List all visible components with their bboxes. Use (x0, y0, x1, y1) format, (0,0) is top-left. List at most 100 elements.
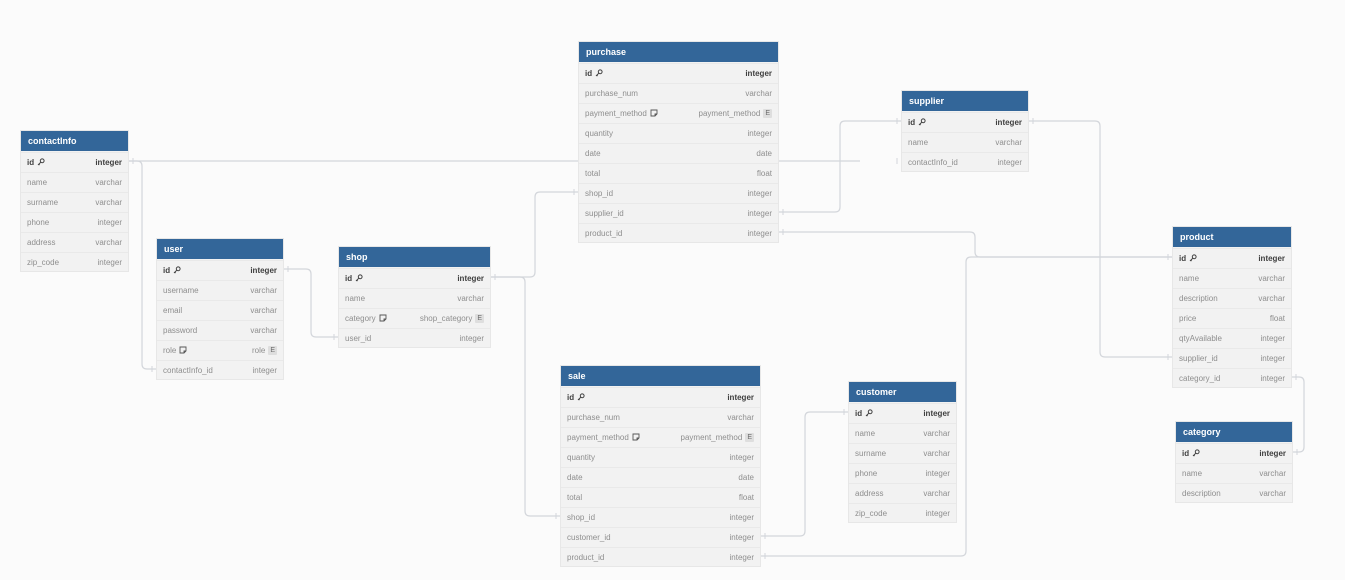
field-type: varchar (457, 293, 484, 303)
table-header[interactable]: shop (339, 247, 490, 267)
relation-line-product-id-to-sale-product_id[interactable] (760, 256, 1173, 557)
enum-badge[interactable]: E (475, 313, 484, 323)
table-header[interactable]: customer (849, 382, 956, 402)
field-name: purchase_num (585, 88, 638, 98)
primary-key-icon (595, 69, 603, 77)
relation-line-shop-id-to-sale-shop_id[interactable] (490, 276, 561, 517)
note-icon[interactable] (650, 109, 658, 117)
relation-line-supplier-id-to-product-supplier_id[interactable] (1028, 120, 1173, 358)
field-type: varchar (250, 325, 277, 335)
table-header[interactable]: supplier (902, 91, 1028, 111)
enum-badge[interactable]: E (745, 432, 754, 442)
relation-line-customer-id-to-sale-customer_id[interactable] (760, 411, 849, 537)
field-type: varchar (1259, 468, 1286, 478)
field-type: integer (747, 228, 772, 238)
field-type: integer (1260, 353, 1285, 363)
relation-line-supplier-id-to-purchase-supplier_id[interactable] (778, 120, 902, 213)
note-icon[interactable] (179, 346, 187, 354)
relation-line-contactInfo-id-to-user-contactInfo_id[interactable] (128, 160, 157, 370)
enum-badge[interactable]: E (268, 345, 277, 355)
table-header[interactable]: contactInfo (21, 131, 128, 151)
relation-line-category-id-to-product-category_id[interactable] (1291, 376, 1305, 453)
enum-badge[interactable]: E (763, 108, 772, 118)
relation-line-shop-id-to-purchase-shop_id[interactable] (490, 191, 579, 278)
relation-line-user-id-to-shop-user_id[interactable] (283, 268, 339, 338)
field-name: id (27, 157, 35, 167)
field-type: integer (727, 392, 754, 402)
field-name: name (1179, 273, 1200, 283)
relation-line-product-id-to-purchase-product_id[interactable] (778, 231, 1173, 258)
table-header[interactable]: user (157, 239, 283, 259)
table-header[interactable]: product (1173, 227, 1291, 247)
table-header[interactable]: purchase (579, 42, 778, 62)
table-header[interactable]: sale (561, 366, 760, 386)
note-icon[interactable] (632, 433, 640, 441)
note-icon[interactable] (379, 314, 387, 322)
table-header[interactable]: category (1176, 422, 1292, 442)
